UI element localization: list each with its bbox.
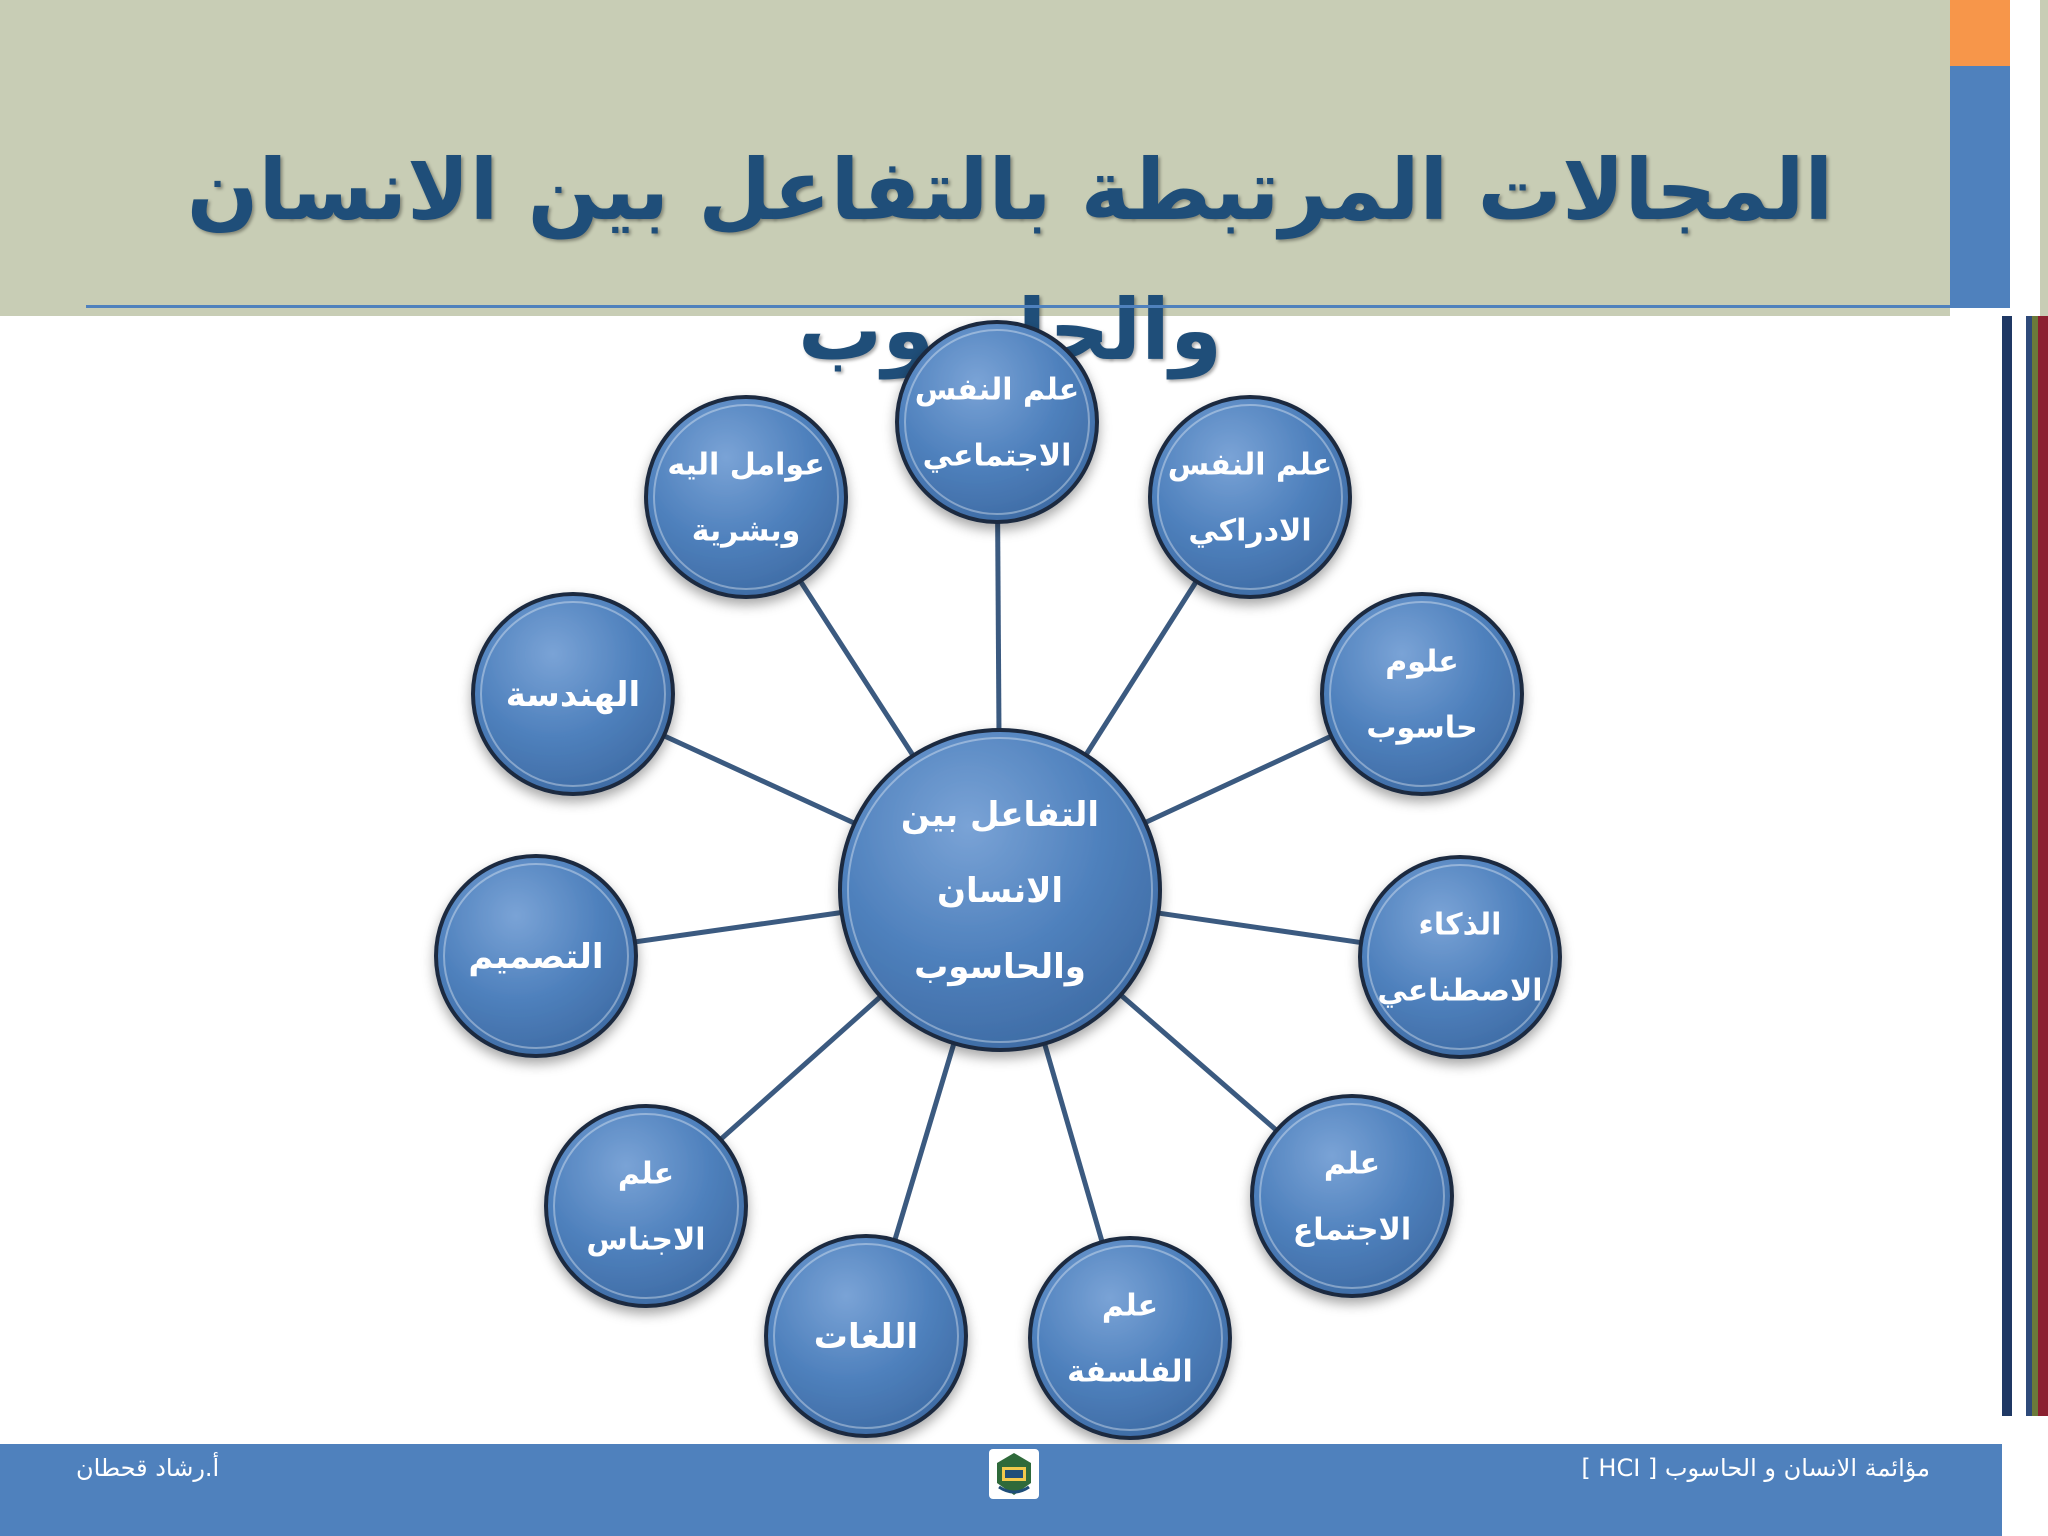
right-decor-strip <box>2002 316 2048 1446</box>
node-label-engineering: الهندسة <box>506 675 640 715</box>
node-languages-highlight <box>773 1243 959 1429</box>
connector-lines <box>634 521 1362 1243</box>
connector-anthropology <box>718 994 883 1142</box>
connector-ergonomics <box>798 579 916 757</box>
connector-artificial-intelligence <box>1157 910 1362 946</box>
header-accent-blue <box>1950 66 2010 308</box>
node-computer-science <box>1320 592 1524 796</box>
footer-course-title: مؤائمة الانسان و الحاسوب [ HCI ] <box>1581 1454 1930 1482</box>
node-engineering-highlight <box>480 601 666 787</box>
title-underline <box>86 305 1950 308</box>
node-philosophy-highlight <box>1037 1245 1223 1431</box>
node-social-psychology <box>895 320 1099 524</box>
footer-author: أ.رشاد قحطان <box>76 1454 220 1482</box>
node-social-psychology-highlight <box>904 329 1090 515</box>
node-label-languages: اللغات <box>814 1317 918 1357</box>
university-logo-icon <box>989 1449 1039 1499</box>
node-artificial-intelligence <box>1358 855 1562 1059</box>
node-label-design: التصميم <box>468 937 603 977</box>
node-center-highlight <box>847 737 1153 1043</box>
connector-social-psychology <box>995 521 1002 731</box>
node-anthropology-highlight <box>553 1113 739 1299</box>
node-ergonomics <box>644 395 848 599</box>
connector-philosophy <box>1042 1042 1105 1243</box>
connector-design <box>634 910 842 945</box>
connector-computer-science <box>1144 733 1333 825</box>
header-accent-edge <box>2040 0 2048 316</box>
node-artificial-intelligence-highlight <box>1367 864 1553 1050</box>
node-design <box>434 854 638 1058</box>
node-ergonomics-highlight <box>653 404 839 590</box>
node-computer-science-highlight <box>1329 601 1515 787</box>
connector-engineering <box>662 733 856 826</box>
connector-cognitive-psychology <box>1083 580 1199 757</box>
node-center <box>838 728 1162 1052</box>
node-anthropology <box>544 1104 748 1308</box>
node-design-highlight <box>443 863 629 1049</box>
node-philosophy <box>1028 1236 1232 1440</box>
node-sociology <box>1250 1094 1454 1298</box>
connector-languages <box>892 1042 957 1241</box>
node-engineering <box>471 592 675 796</box>
header-band <box>0 0 1950 316</box>
node-sociology-highlight <box>1259 1103 1445 1289</box>
node-cognitive-psychology-highlight <box>1157 404 1343 590</box>
header-accent-orange <box>1950 0 2010 66</box>
node-cognitive-psychology <box>1148 395 1352 599</box>
node-languages <box>764 1234 968 1438</box>
connector-sociology <box>1119 993 1279 1133</box>
